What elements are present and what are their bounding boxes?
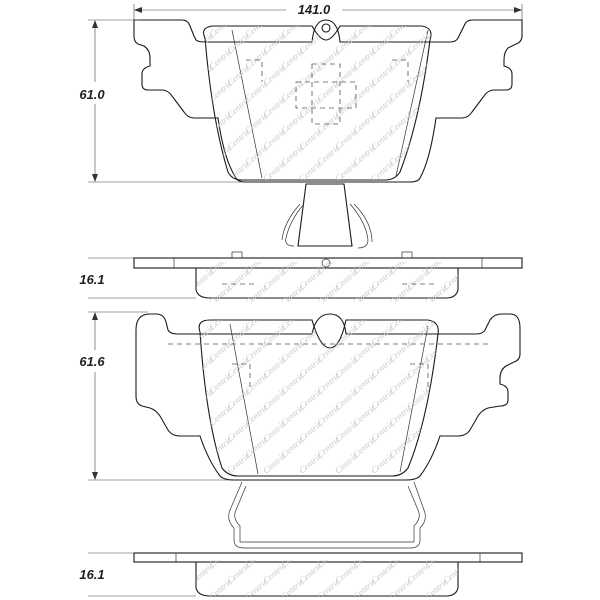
watermark-text: Centric: [315, 283, 342, 308]
watermark-text: Centric: [189, 159, 216, 184]
watermark-text: Centric: [423, 79, 450, 104]
watermark-text: Centric: [171, 403, 198, 428]
watermark-text: Centric: [441, 127, 468, 152]
width-dimension-label: 141.0: [298, 2, 331, 17]
watermark-text: Centric: [207, 283, 234, 308]
watermark-text: Centric: [423, 111, 450, 136]
watermark-text: Centric: [261, 451, 288, 476]
watermark-text: Centric: [459, 577, 486, 600]
watermark-text: Centric: [423, 143, 450, 168]
watermark-text: Centric: [441, 355, 468, 380]
watermark-text: Centric: [441, 159, 468, 184]
watermark-text: Centric: [441, 323, 468, 348]
top-pad-height-label: 61.0: [79, 87, 105, 102]
watermark-text: Centric: [171, 307, 198, 332]
watermark-text: Centric: [441, 31, 468, 56]
watermark-text: Centric: [459, 545, 486, 570]
bottom-pad-height-label: 61.6: [79, 354, 105, 369]
top-thickness-dimension: 16.1: [79, 257, 196, 299]
watermark-text: Centric: [171, 283, 198, 308]
watermark-text: Centric: [243, 283, 270, 308]
watermark-text: Centric: [171, 339, 198, 364]
watermark-text: Centric: [171, 47, 198, 72]
top-pad-height-dimension: 61.0: [79, 19, 244, 183]
watermark-text: Centric: [423, 307, 450, 332]
watermark-text: Centric: [171, 251, 198, 276]
watermark-text: Centric: [171, 545, 198, 570]
bottom-pad-height-dimension: 61.6: [79, 311, 232, 481]
watermark-text: Centric: [171, 577, 198, 600]
watermark-text: Centric: [189, 267, 216, 292]
watermark-text: Centric: [225, 451, 252, 476]
watermark-text: Centric: [171, 435, 198, 460]
watermark-text: Centric: [441, 95, 468, 120]
watermark-text: Centric: [189, 561, 216, 586]
width-dimension: 141.0: [133, 2, 523, 28]
watermark-text: Centric: [189, 63, 216, 88]
watermark-text: Centric: [207, 435, 234, 460]
watermark-text: Centric: [441, 63, 468, 88]
watermark-text: Centric: [351, 283, 378, 308]
bottom-thickness-dimension: 16.1: [79, 552, 196, 597]
watermark-text: Centric: [387, 283, 414, 308]
watermark-text: Centric: [189, 323, 216, 348]
bottom-thickness-label: 16.1: [79, 567, 104, 582]
watermark-text: Centric: [405, 127, 432, 152]
watermark-text: Centric: [297, 451, 324, 476]
watermark-text: Centric: [171, 371, 198, 396]
watermark-text: Centric: [189, 387, 216, 412]
watermark-text: Centric: [171, 143, 198, 168]
watermark-text: Centric: [423, 283, 450, 308]
watermark-text: Centric: [423, 15, 450, 40]
watermark-text: Centric: [459, 283, 486, 308]
watermark-text: Centric: [333, 451, 360, 476]
watermark-text: Centric: [279, 283, 306, 308]
watermark-text: Centric: [441, 451, 468, 476]
watermark-text: Centric: [441, 419, 468, 444]
watermark-text: Centric: [441, 387, 468, 412]
watermark-text: Centric: [207, 143, 234, 168]
watermark-text: Centric: [189, 127, 216, 152]
top-thickness-label: 16.1: [79, 272, 104, 287]
watermark-text: Centric: [369, 451, 396, 476]
watermark-text: Centric: [171, 111, 198, 136]
